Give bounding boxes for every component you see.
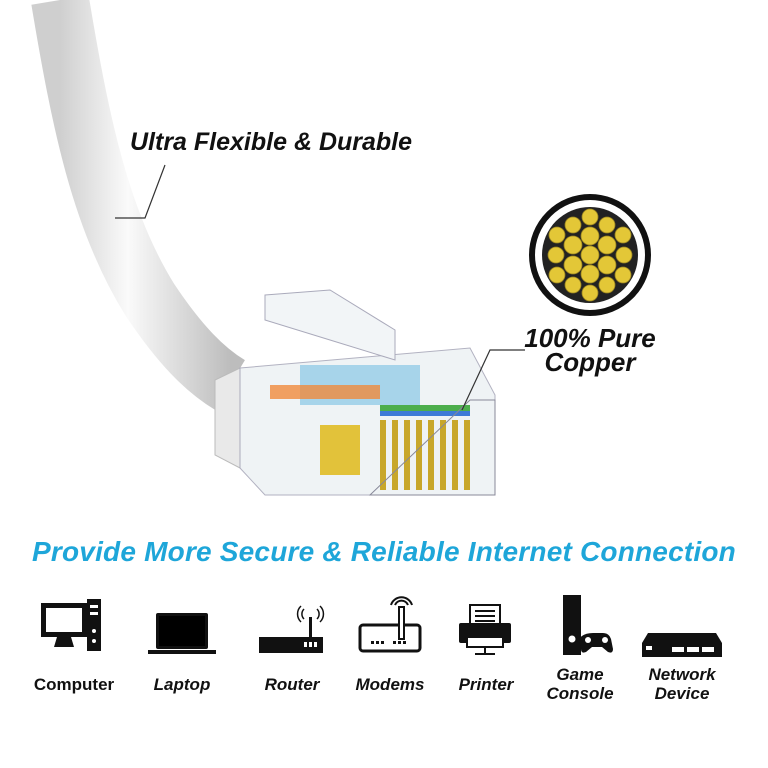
printer-icon xyxy=(459,604,511,655)
device-router: Router xyxy=(247,595,337,694)
device-label: Game Console xyxy=(535,665,625,703)
device-label-line2: Console xyxy=(546,684,614,703)
computer-icon xyxy=(41,599,101,651)
device-label: Laptop xyxy=(153,675,211,694)
modem-icon xyxy=(358,596,422,653)
cable xyxy=(31,0,246,410)
rj45-connector xyxy=(214,289,496,496)
device-label: Computer xyxy=(33,675,115,694)
device-computer: Computer xyxy=(29,595,119,694)
callout-copper-line2: Copper xyxy=(544,347,636,377)
device-laptop: Laptop xyxy=(137,595,227,694)
laptop-icon xyxy=(148,613,216,654)
device-label: Network Device xyxy=(637,665,727,703)
copper-cross-section-icon xyxy=(529,194,651,316)
callout-line-copper xyxy=(461,349,525,411)
router-icon xyxy=(259,605,325,653)
device-label-line1: Network xyxy=(648,665,716,684)
device-label-line2: Device xyxy=(654,684,710,703)
device-printer: Printer xyxy=(441,595,531,694)
device-network: Network Device xyxy=(637,595,727,703)
network-device-icon xyxy=(642,633,722,657)
game-console-icon xyxy=(563,595,613,655)
ethernet-cable-illustration xyxy=(31,0,651,496)
callout-copper-line1: 100% Pure xyxy=(524,323,656,353)
callout-copper: 100% Pure Copper xyxy=(520,323,660,377)
device-label: Printer xyxy=(458,675,514,694)
device-label: Modems xyxy=(355,675,425,694)
device-label-line1: Game xyxy=(556,665,604,684)
headline: Provide More Secure & Reliable Internet … xyxy=(32,536,736,567)
callout-flexible: Ultra Flexible & Durable xyxy=(130,128,413,156)
device-game-console: Game Console xyxy=(535,595,625,703)
device-modem: Modems xyxy=(345,595,435,694)
callout-line-flexible xyxy=(115,164,166,219)
device-label: Router xyxy=(264,675,320,694)
